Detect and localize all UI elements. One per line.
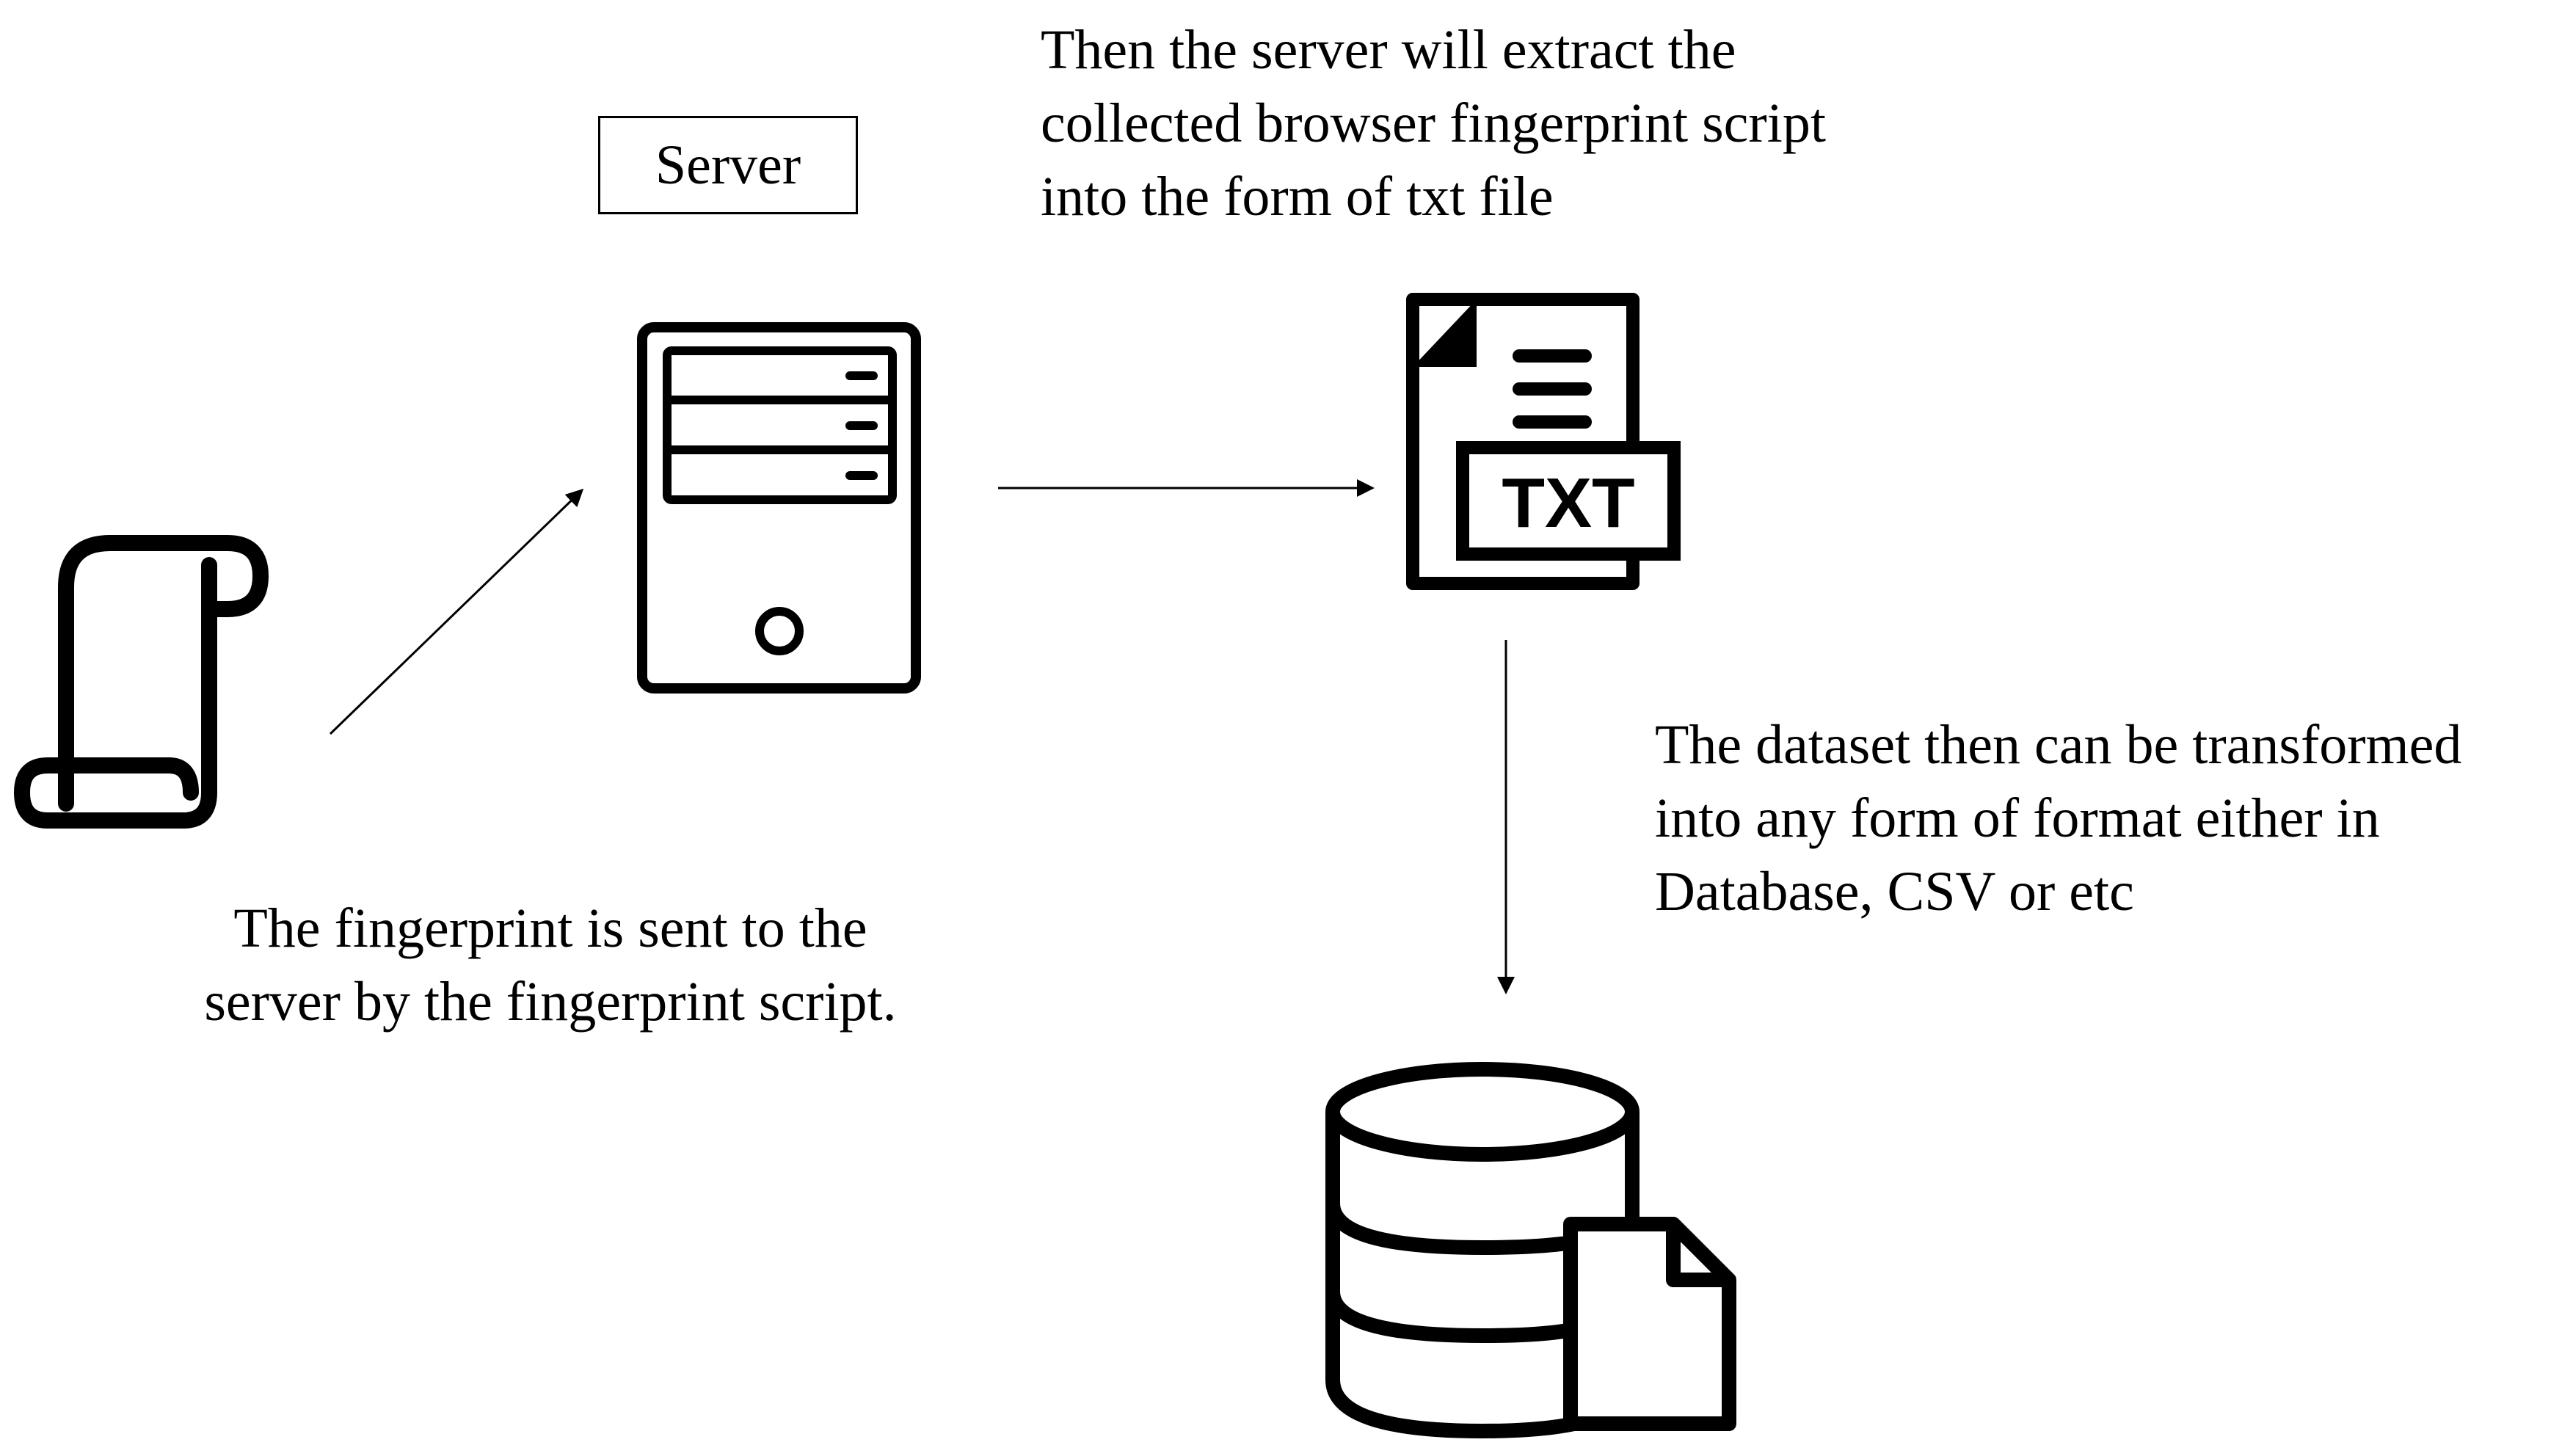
arrow-script-to-server: [329, 488, 584, 735]
caption-transform-line: Database, CSV or etc: [1655, 861, 2134, 922]
server-label: Server: [655, 134, 801, 196]
txt-file-icon: TXT: [1406, 293, 1681, 590]
scroll-icon: [14, 535, 269, 829]
caption-extract: Then the server will extract the collect…: [1041, 13, 1826, 233]
caption-extract-line: collected browser fingerprint script: [1041, 92, 1826, 154]
caption-transform-line: into any form of format either in: [1655, 787, 2380, 849]
server-tower-icon: [637, 322, 921, 694]
caption-extract-line: Then the server will extract the: [1041, 19, 1736, 81]
caption-extract-line: into the form of txt file: [1041, 166, 1554, 228]
server-label-box: Server: [598, 116, 858, 214]
txt-badge-label: TXT: [1502, 464, 1634, 542]
caption-send-line: server by the fingerprint script.: [204, 971, 897, 1033]
caption-send: The fingerprint is sent to the server by…: [147, 892, 954, 1038]
caption-transform-line: The dataset then can be transformed: [1655, 714, 2462, 776]
caption-transform: The dataset then can be transformed into…: [1655, 708, 2461, 928]
caption-send-line: The fingerprint is sent to the: [233, 898, 867, 959]
database-file-icon: [1325, 1062, 1736, 1438]
